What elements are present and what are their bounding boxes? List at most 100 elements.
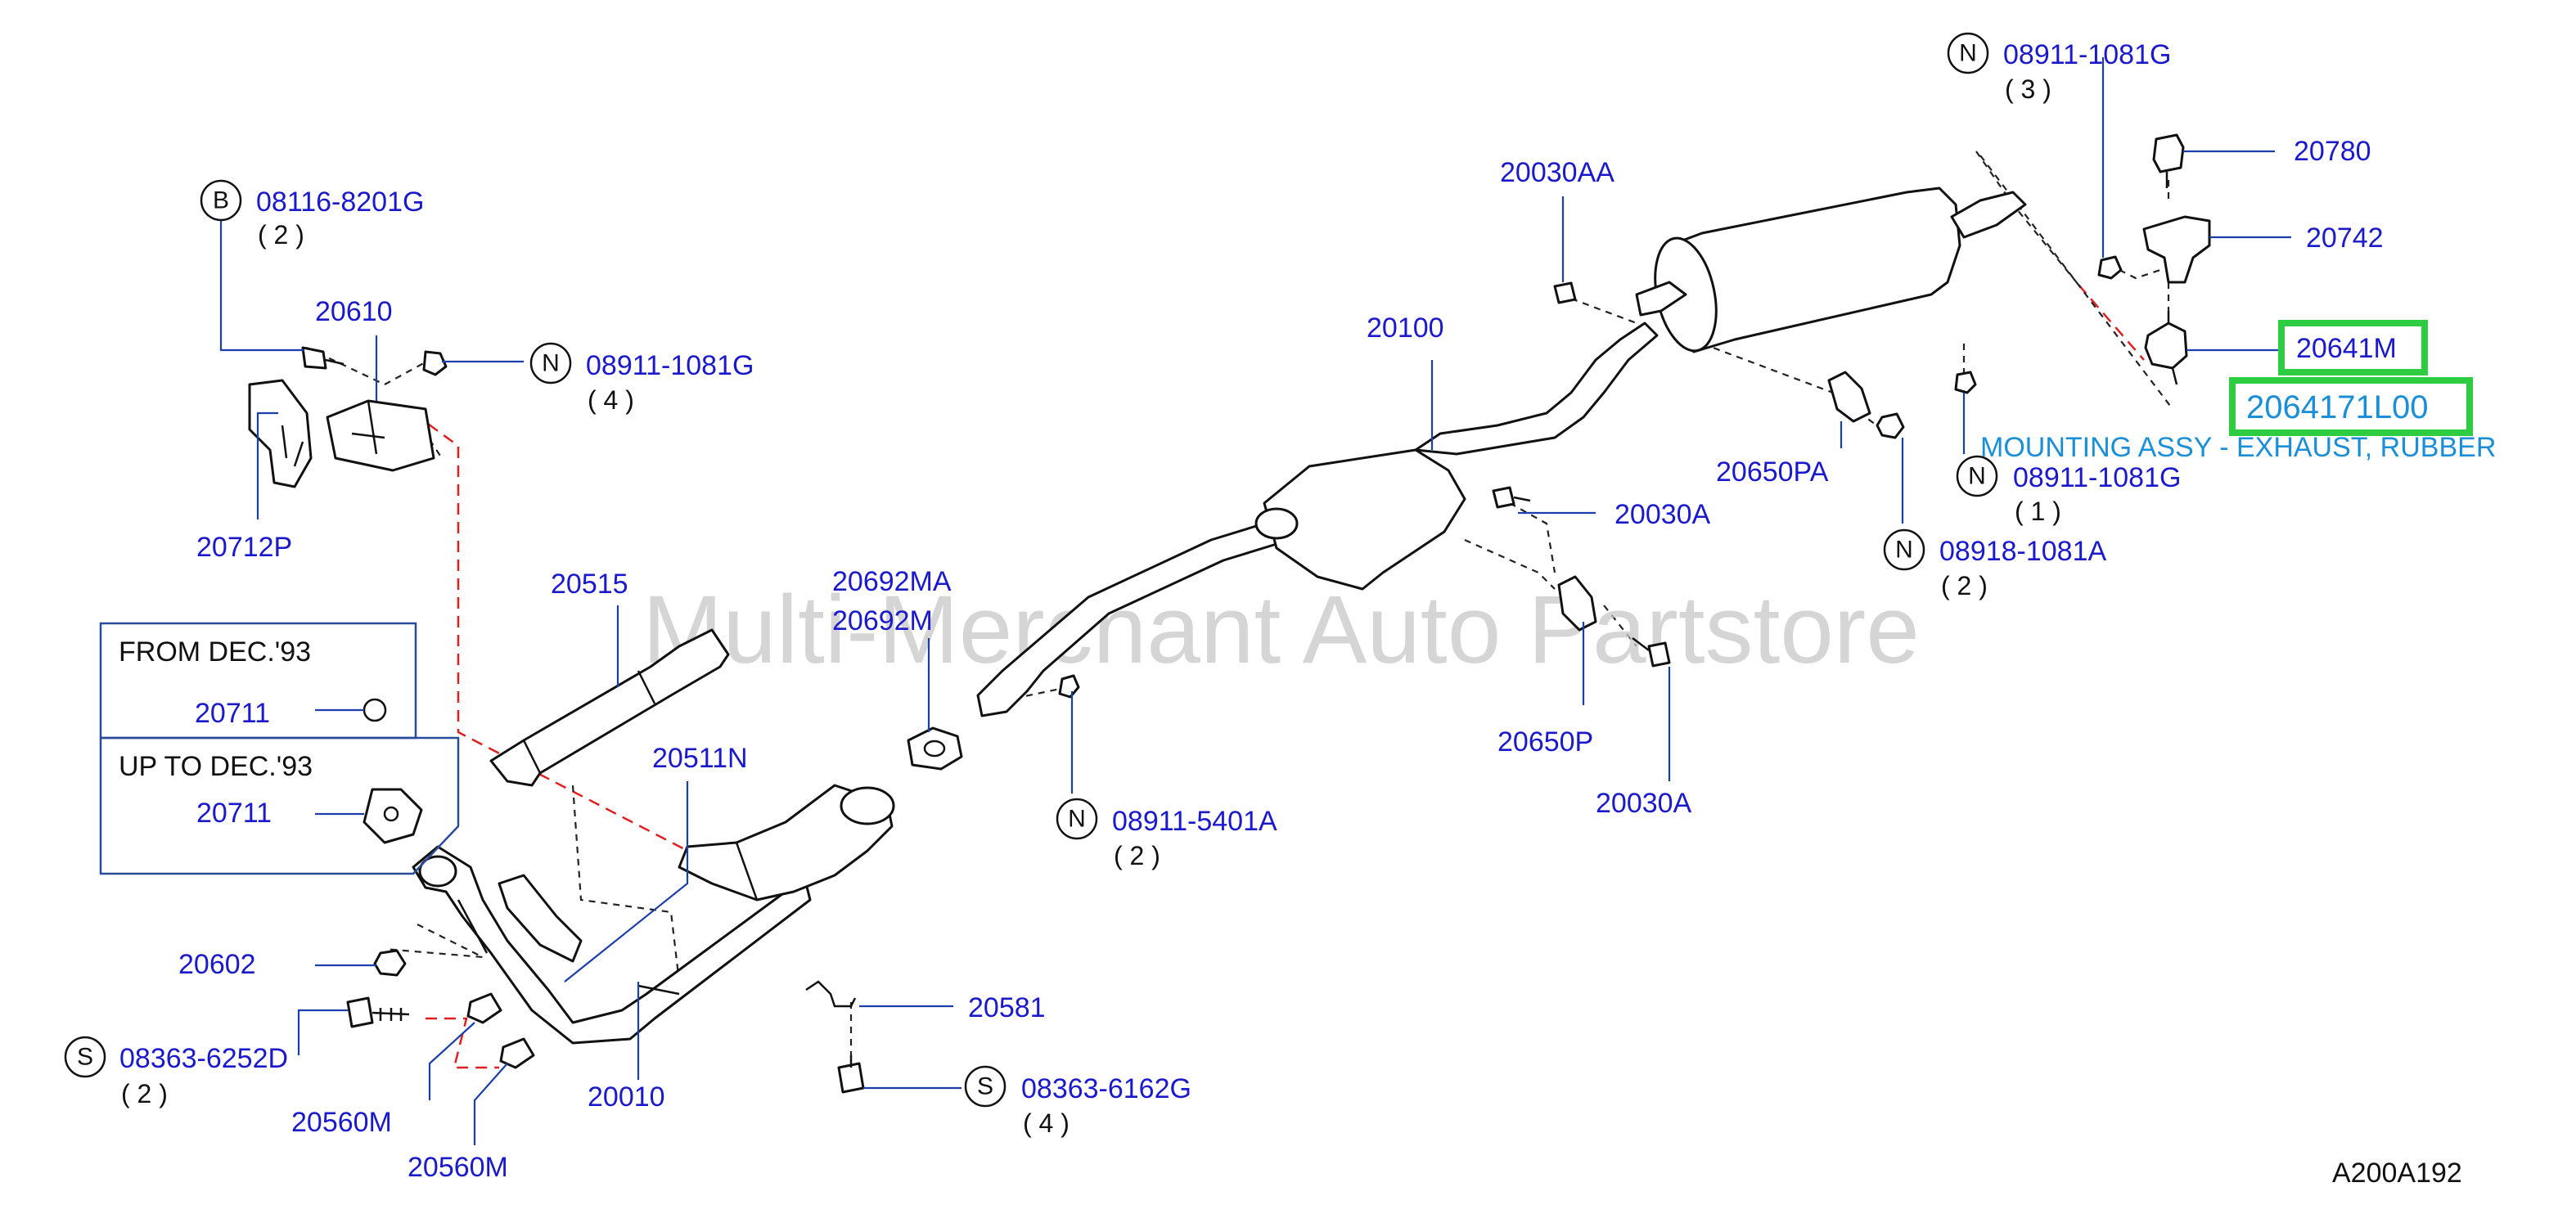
diagram-code: A200A192 [2332,1158,2462,1189]
part-label-08911-1081G-4[interactable]: 08911-1081G [586,350,754,381]
bolt-shank [1632,637,1650,651]
washer-hole [383,806,399,822]
callout-letter-N: N [1883,528,1925,571]
washer-triangular-icon [363,788,423,844]
part-label-20641M[interactable]: 20641M [2296,333,2397,364]
part-label-20010[interactable]: 20010 [588,1081,665,1113]
callout-letter-N: N [529,342,572,384]
part-label-20515[interactable]: 20515 [551,569,628,600]
nut-08918 [1876,412,1905,439]
qty-08363-6162G: ( 4 ) [1023,1108,1070,1138]
part-label-20030A-lower[interactable]: 20030A [1596,788,1692,819]
flange-hole [418,855,457,888]
part-label-20711-upto[interactable]: 20711 [196,798,272,829]
part-label-08911-5401A[interactable]: 08911-5401A [1112,806,1277,837]
bolt-20030A-lower [1647,641,1671,668]
spring-20560M-a [466,992,502,1024]
callout-letter-N: N [1056,798,1098,840]
qty-08918: ( 2 ) [1941,571,1988,600]
dash-line [1509,502,1556,573]
part-label-20602[interactable]: 20602 [178,949,256,980]
nut-08911-5401A [1058,674,1080,699]
hanger-20650PA [1827,371,1871,423]
leader [256,411,278,519]
part-label-20650P[interactable]: 20650P [1497,726,1593,758]
svg-text:N: N [1895,537,1913,564]
spring-20560M-b [499,1037,535,1069]
bracket-20712P [248,379,313,488]
svg-text:N: N [1959,40,1977,67]
heat-shield-20515 [489,628,730,787]
part-label-20712P[interactable]: 20712P [196,532,292,563]
part-label-08911-1081G-3[interactable]: 08911-1081G [2003,39,2171,70]
qty-08911-5401A: ( 2 ) [1114,841,1160,870]
nut-20602 [373,949,407,977]
part-label-20692MA[interactable]: 20692MA [832,566,952,597]
dash-line [384,359,430,385]
part-label-20581[interactable]: 20581 [968,992,1046,1023]
callout-letter-S: S [64,1036,106,1078]
dash-line [1570,297,1637,325]
part-label-20692M[interactable]: 20692M [832,605,933,636]
bolt-thread [372,1008,410,1021]
part-label-08363-6252D[interactable]: 08363-6252D [119,1043,288,1074]
inlet-pipe [1635,281,1687,317]
part-label-20742[interactable]: 20742 [2306,223,2384,254]
resonator-end [1254,507,1299,540]
bracket-20511N [498,874,583,963]
part-label-20780[interactable]: 20780 [2294,136,2371,167]
svg-text:N: N [1068,806,1086,833]
part-label-20711-from[interactable]: 20711 [195,698,270,729]
dash-line [1603,605,1637,647]
washer-round-icon [363,698,387,722]
part-label-20030AA[interactable]: 20030AA [1500,157,1615,188]
part-label-20610[interactable]: 20610 [315,296,393,327]
part-label-08116-8201G[interactable]: 08116-8201G [256,187,424,218]
dash-line [384,924,484,959]
converter-seam [735,842,759,901]
converter-end [840,786,895,825]
rubber-mount-20641M [2144,321,2188,370]
tail-pipe [1950,191,2027,239]
part-label-08918-1081A[interactable]: 08918-1081A [1939,536,2107,567]
pipe-detail [457,899,680,996]
heat-shield-ribs [522,670,656,774]
qty-08363-6252D: ( 2 ) [121,1079,168,1108]
catalytic-converter [678,784,894,902]
svg-text:N: N [542,350,560,377]
callout-letter-N: N [1956,455,1998,497]
dash-line [2119,268,2161,280]
replacement-part-number[interactable]: 2064171L00 [2246,389,2428,425]
bolt-shank [1513,496,1531,502]
bolt-20030A-upper [1492,486,1515,509]
part-label-20560M-b[interactable]: 20560M [408,1152,508,1183]
watermark: Multi-Merchant Auto Partstore [642,576,1920,684]
part-label-20030A-upper[interactable]: 20030A [1615,499,1711,530]
part-label-20560M-a[interactable]: 20560M [291,1107,392,1138]
part-label-20100[interactable]: 20100 [1367,312,1444,344]
clamp-20581 [805,980,857,1008]
mid-pipe [1414,321,1659,456]
part-label-20511N[interactable]: 20511N [652,743,748,774]
leader [473,1063,508,1145]
leader [428,1022,475,1100]
bolt-08363-6252D [346,996,374,1028]
mount-20610 [326,399,435,472]
leader [219,205,304,352]
mount-stud [2167,311,2178,385]
qty-08116: ( 2 ) [258,220,304,250]
nut-08911-3 [2097,255,2123,280]
resonator [1263,448,1466,591]
part-label-08911-1081G-1[interactable]: 08911-1081G [2013,462,2181,493]
dash-line [1464,538,1556,590]
part-label-08363-6162G[interactable]: 08363-6162G [1021,1073,1191,1104]
svg-text:B: B [213,187,229,214]
nut-08911-1 [1954,371,1977,394]
bolt-shank [325,358,345,366]
part-description: MOUNTING ASSY - EXHAUST, RUBBER [1980,432,2496,463]
qty-08911-3: ( 3 ) [2005,74,2051,104]
part-label-20650PA[interactable]: 20650PA [1716,456,1829,488]
bracket-detail [281,425,304,467]
